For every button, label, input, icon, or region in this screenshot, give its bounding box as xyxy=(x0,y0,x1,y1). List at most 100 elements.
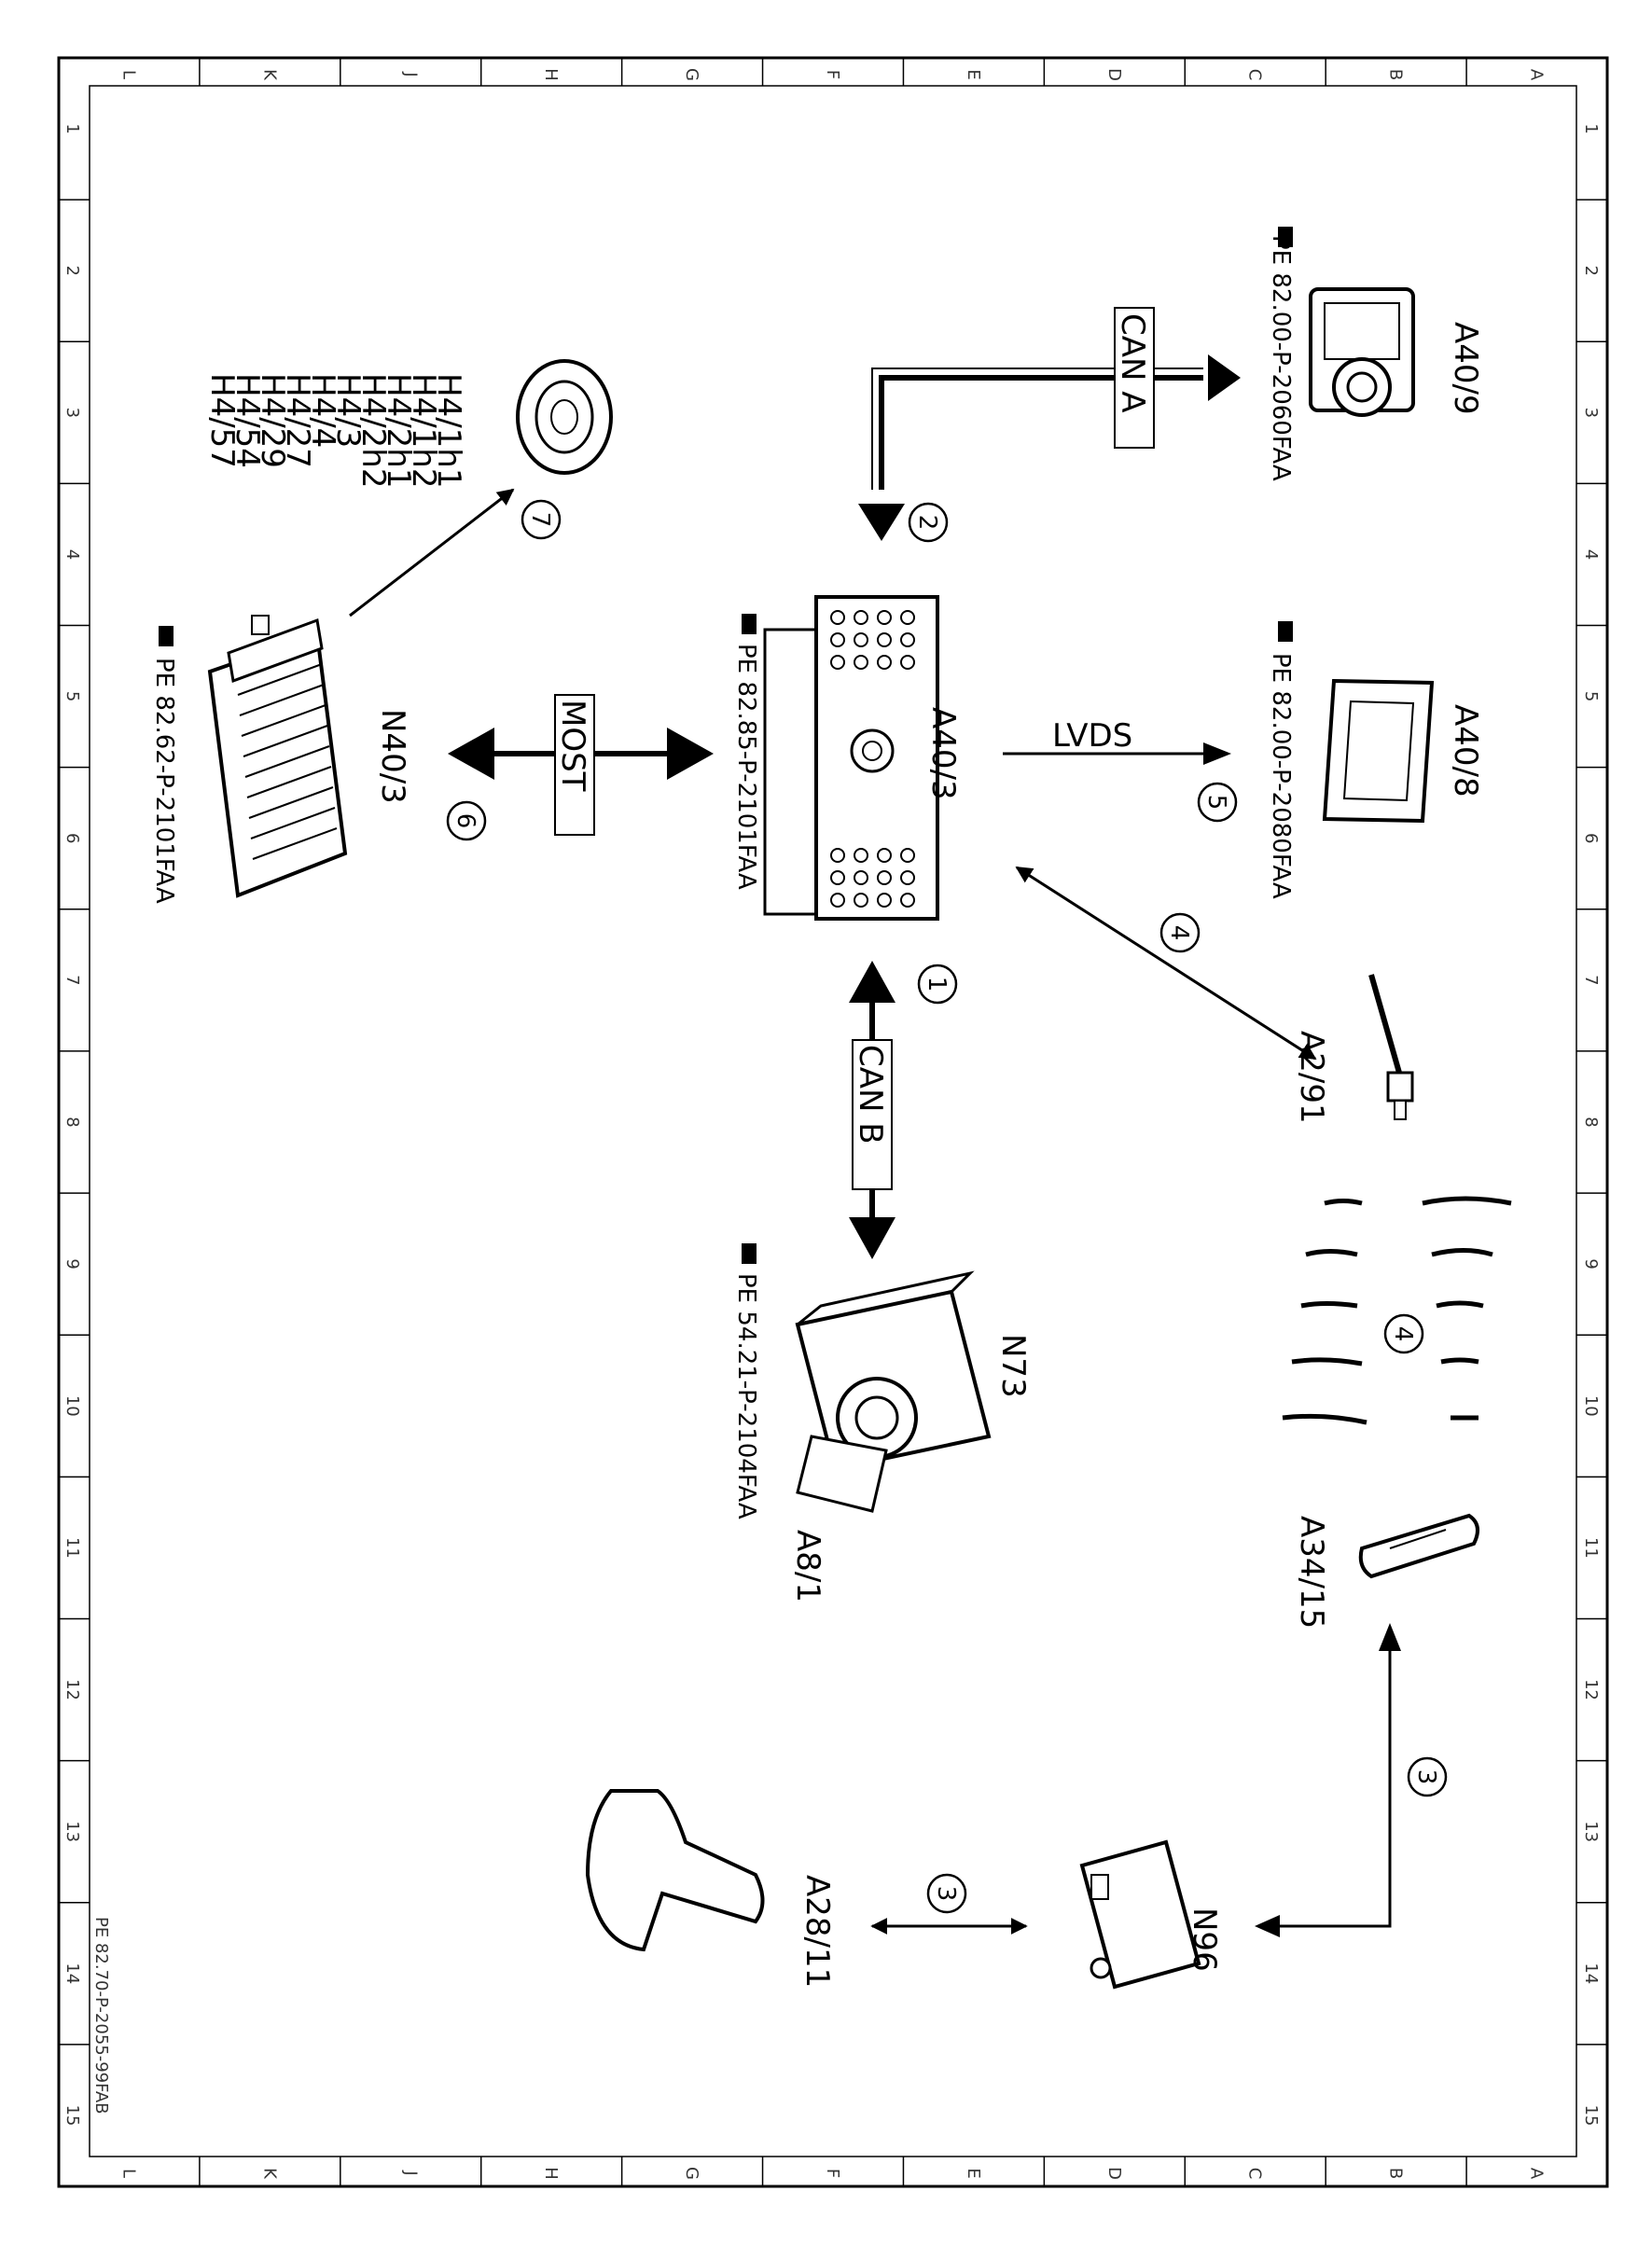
grid-row-label: 4 xyxy=(1581,549,1601,560)
grid-row-label: 1 xyxy=(62,123,82,133)
svg-text:7: 7 xyxy=(526,512,554,528)
reference-hand-icon xyxy=(742,1243,757,1264)
grid-column-label: C xyxy=(1245,69,1265,81)
a28-11-selector-lever-icon xyxy=(585,1789,765,1952)
grid-row-label: 13 xyxy=(1581,1821,1601,1842)
a40-9-ref: PE 82.00-P-2060FAA xyxy=(1267,235,1295,481)
speaker-icon xyxy=(516,359,613,475)
n73-ignition-switch-icon xyxy=(795,1270,992,1472)
amp-to-speaker-connection xyxy=(349,488,515,617)
document-number: PE 82.70-P-2055-99FAB xyxy=(91,1917,111,2115)
n40-3-amplifier-icon xyxy=(207,615,348,898)
grid-column-label: L xyxy=(118,2169,138,2178)
grid-row-label: 8 xyxy=(62,1117,82,1127)
grid-column-label: H xyxy=(541,2167,561,2180)
grid-row-label: 5 xyxy=(62,691,82,701)
speaker-label: H4/4 xyxy=(304,373,341,448)
grid-row-label: 15 xyxy=(62,2104,82,2126)
grid-column-label: B xyxy=(1386,2168,1406,2179)
grid-row-label: 3 xyxy=(1581,408,1601,418)
grid-column-label: J xyxy=(400,71,420,76)
speaker-label: H4/3 xyxy=(329,373,367,448)
grid-row-label: 12 xyxy=(62,1679,82,1700)
grid-column-label: G xyxy=(682,2167,701,2180)
speaker-label-list: H4/1h1H4/1h2H4/2h1H4/2h2H4/3H4/4H4/27H4/… xyxy=(203,373,467,488)
grid-row-label: 6 xyxy=(1581,833,1601,843)
speaker-label: H4/1h2 xyxy=(405,373,442,488)
grid-row-label: 8 xyxy=(1581,1117,1601,1127)
antenna-connection xyxy=(1015,866,1317,1061)
grid-column-label: A xyxy=(1527,2168,1547,2180)
svg-text:2: 2 xyxy=(913,515,941,531)
a2-91-antenna-icon xyxy=(1368,974,1414,1120)
a40-9-label: A40/9 xyxy=(1447,322,1484,415)
a40-8-ref: PE 82.00-P-2080FAA xyxy=(1267,653,1295,899)
speaker-label: H4/2h1 xyxy=(380,373,417,488)
connection-number-4b: 4 xyxy=(1383,1313,1424,1354)
speaker-label: H4/2h2 xyxy=(354,373,392,488)
grid-column-label: B xyxy=(1386,69,1406,80)
svg-text:4: 4 xyxy=(1165,925,1193,941)
connection-number-4a: 4 xyxy=(1159,912,1201,953)
n96-to-remote-connection xyxy=(1255,1623,1401,1937)
outer-frame xyxy=(57,56,1609,2188)
radio-wave-icon xyxy=(1282,1196,1512,1425)
a2-91-label: A2/91 xyxy=(1293,1031,1330,1124)
speaker-label: H4/29 xyxy=(254,373,291,468)
n40-3-ref: PE 82.62-P-2101FAA xyxy=(150,658,178,904)
grid-ticks xyxy=(59,58,1607,2186)
a40-3-ref: PE 82.85-P-2101FAA xyxy=(732,644,760,890)
speaker-label: H4/1h1 xyxy=(430,373,467,488)
a34-15-remote-key-icon xyxy=(1358,1513,1479,1579)
grid-row-label: 1 xyxy=(1581,123,1601,133)
grid-row-label: 7 xyxy=(62,975,82,985)
most-label: MOST xyxy=(554,700,591,792)
grid-column-label: D xyxy=(1104,68,1124,81)
grid-row-label: 15 xyxy=(1581,2104,1601,2126)
svg-text:5: 5 xyxy=(1202,795,1230,811)
svg-text:1: 1 xyxy=(923,977,951,992)
a8-1-label: A8/1 xyxy=(789,1530,826,1602)
n96-label: N96 xyxy=(1186,1907,1223,1972)
grid-column-label: G xyxy=(682,68,701,81)
svg-text:6: 6 xyxy=(451,813,479,829)
grid-row-label: 11 xyxy=(1581,1537,1601,1559)
reference-hand-icon xyxy=(1278,227,1293,247)
grid-column-label: K xyxy=(259,69,279,81)
grid-column-label: C xyxy=(1245,2168,1265,2180)
svg-text:3: 3 xyxy=(1412,1769,1440,1785)
grid-column-label: K xyxy=(259,2168,279,2180)
can-a-label: CAN A xyxy=(1114,313,1151,413)
grid-column-label: F xyxy=(823,70,842,79)
a8-1-key-icon xyxy=(796,1435,888,1513)
connection-number-2: 2 xyxy=(908,502,949,543)
connection-number-3b: 3 xyxy=(1407,1756,1448,1797)
grid-row-label: 12 xyxy=(1581,1679,1601,1700)
can-b-bus-connection: CAN B xyxy=(849,961,895,1259)
most-bus-connection: MOST xyxy=(448,694,714,836)
a34-15-label: A34/15 xyxy=(1293,1516,1330,1629)
can-b-label: CAN B xyxy=(852,1045,889,1144)
connection-number-3a: 3 xyxy=(926,1873,967,1914)
reference-hand-icon xyxy=(159,626,174,646)
n73-label: N73 xyxy=(994,1334,1032,1398)
grid-row-label: 11 xyxy=(62,1537,82,1559)
grid-row-label: 10 xyxy=(62,1395,82,1417)
lvds-label: LVDS xyxy=(1052,717,1132,755)
connection-number-5: 5 xyxy=(1197,782,1238,823)
a40-8-display-icon xyxy=(1322,678,1435,824)
grid-row-label: 13 xyxy=(62,1821,82,1842)
a40-3-head-unit-icon xyxy=(763,595,939,921)
grid-column-label: A xyxy=(1527,69,1547,81)
a40-3-label: A40/3 xyxy=(924,707,962,800)
reference-hand-icon xyxy=(1278,621,1293,642)
grid-column-label: E xyxy=(964,69,983,79)
a40-9-camera xyxy=(1309,287,1415,417)
grid-row-label: 14 xyxy=(1581,1963,1601,1984)
